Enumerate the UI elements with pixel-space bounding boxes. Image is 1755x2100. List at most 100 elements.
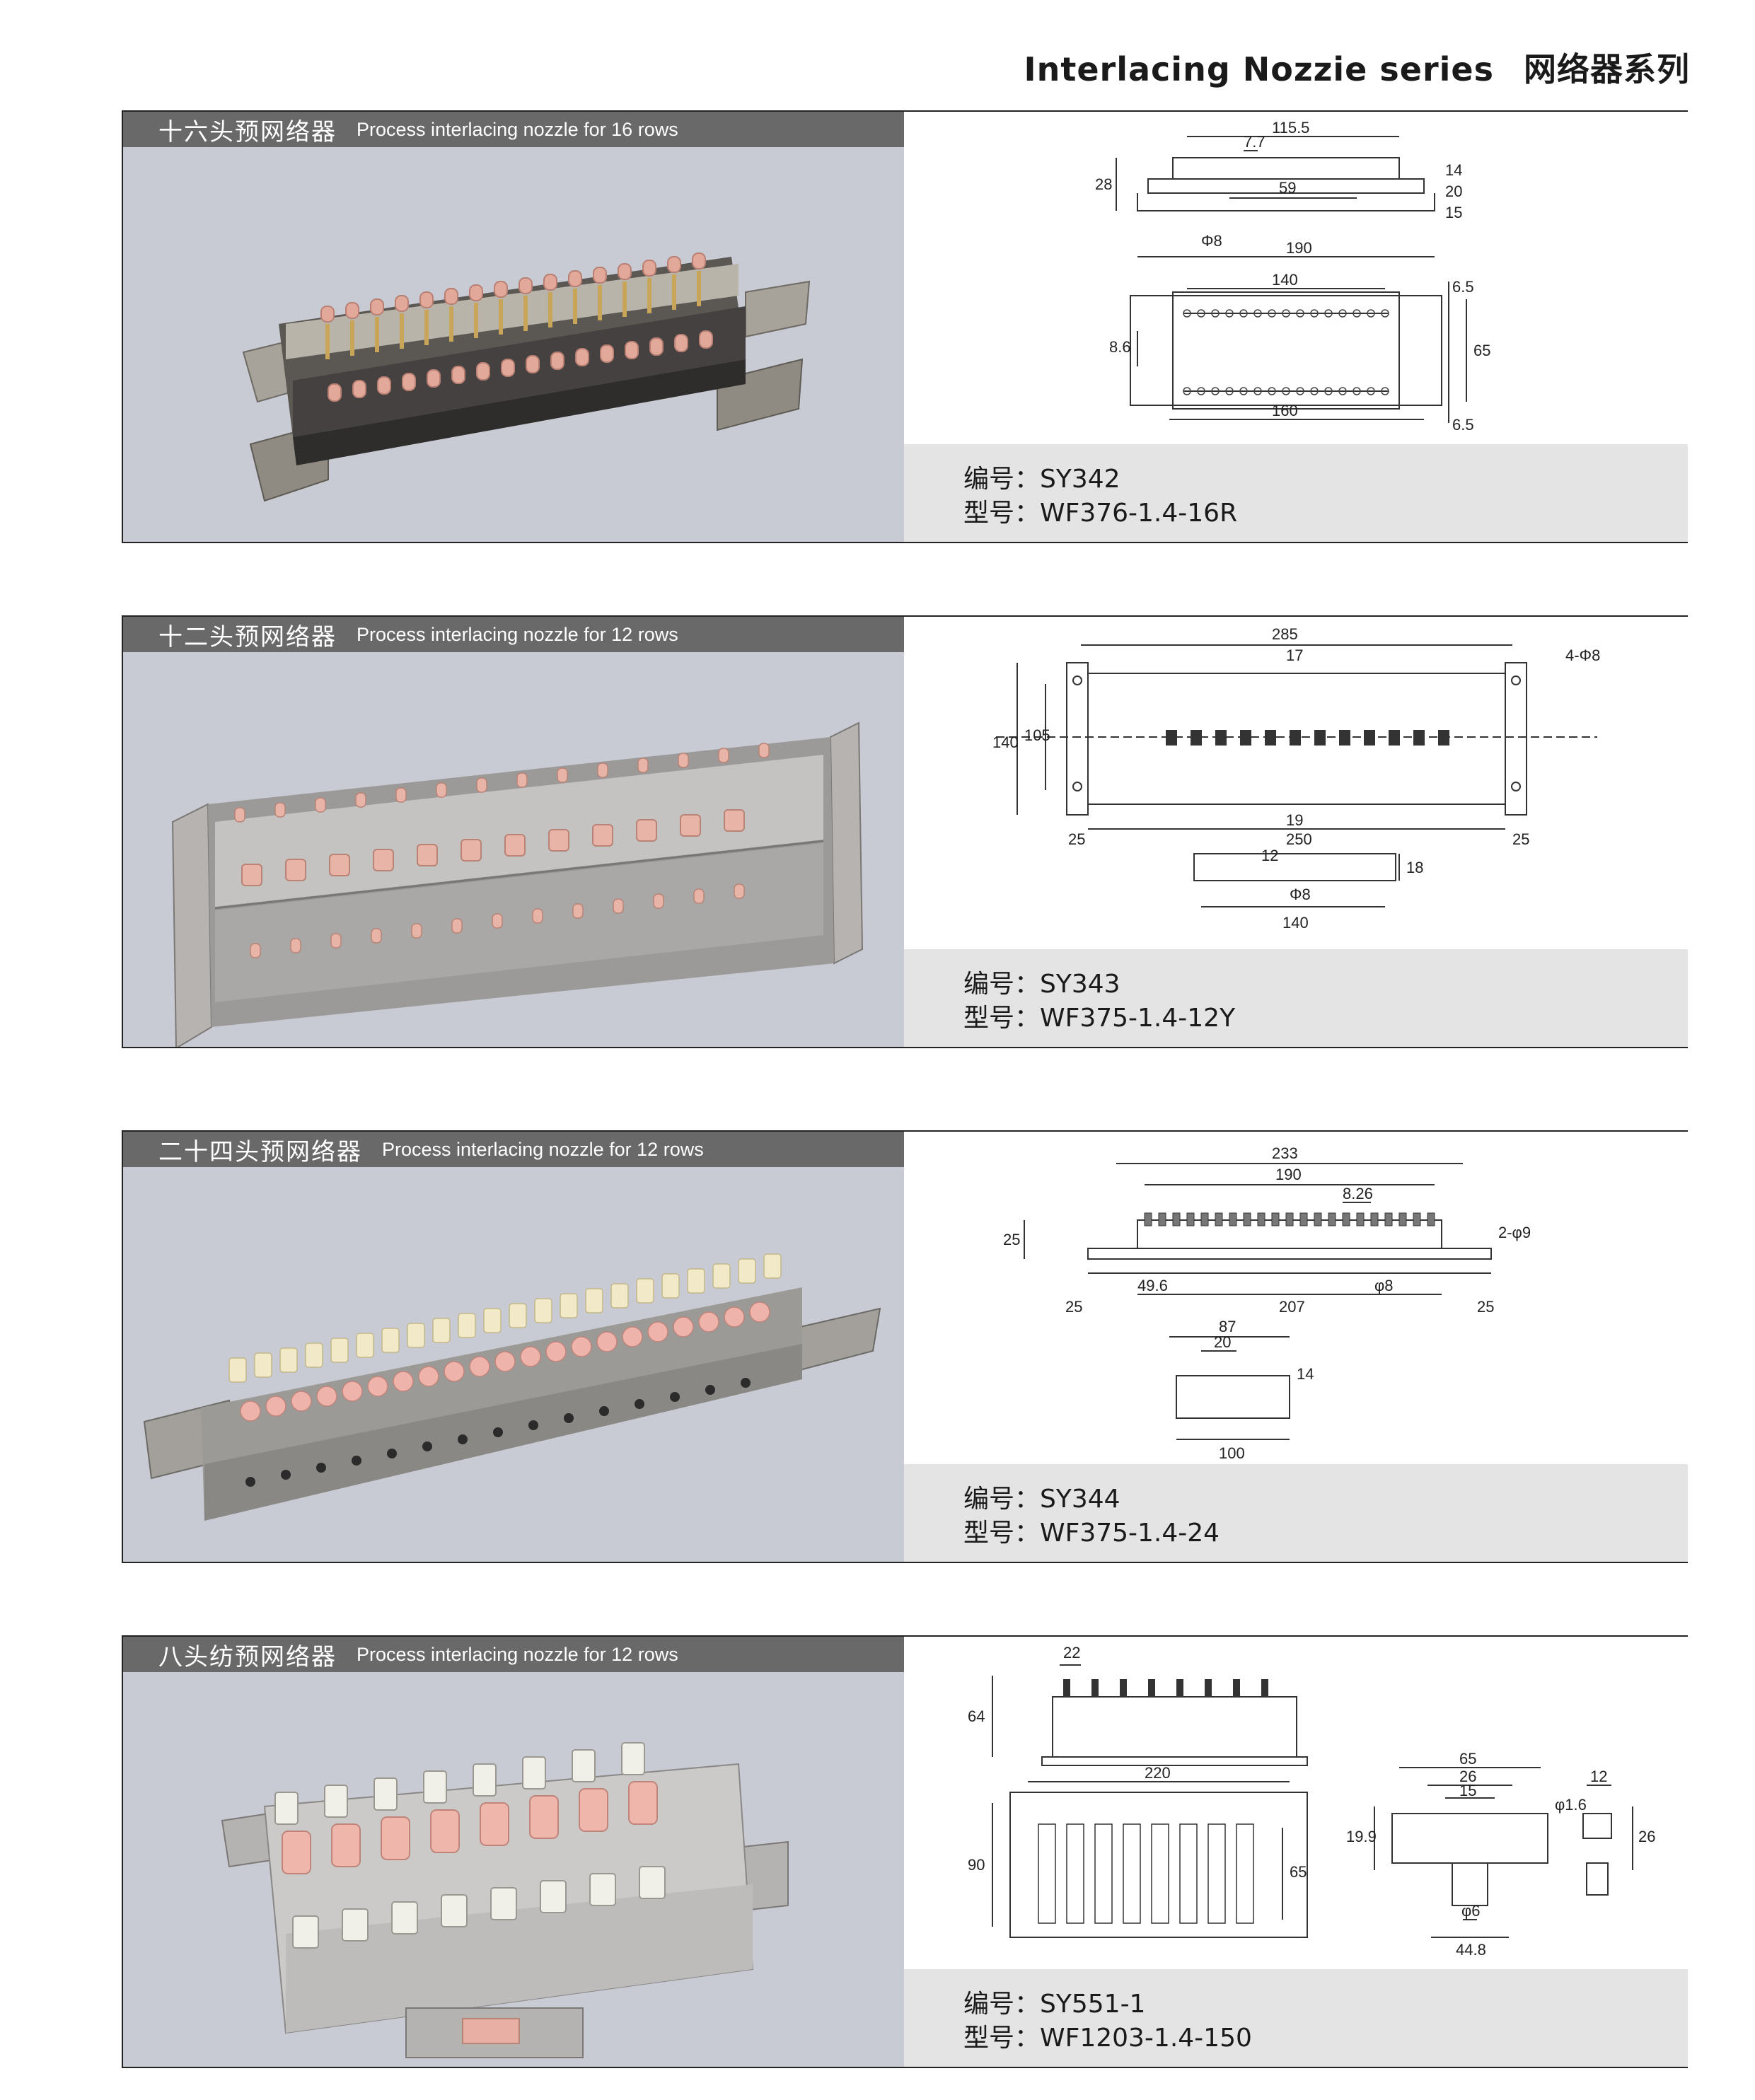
product-header: 十二头预网络器 Process interlacing nozzle for 1… — [123, 617, 904, 652]
product-title-en: Process interlacing nozzle for 12 rows — [357, 623, 678, 645]
page-title: Interlacing Nozzie series 网络器系列 — [1024, 44, 1690, 91]
product-photo-panel: 八头纺预网络器 Process interlacing nozzle for 1… — [123, 1637, 904, 2067]
product-header: 十六头预网络器 Process interlacing nozzle for 1… — [123, 112, 904, 147]
dim-label: 25 — [1512, 830, 1529, 848]
product-title-en: Process interlacing nozzle for 12 rows — [382, 1138, 704, 1160]
product-header: 二十四头预网络器 Process interlacing nozzle for … — [123, 1132, 904, 1167]
product-header: 八头纺预网络器 Process interlacing nozzle for 1… — [123, 1637, 904, 1672]
product-info: 编号：SY551-1 型号：WF1203-1.4-150 — [904, 1969, 1688, 2067]
code-label: 编号： — [963, 1485, 1041, 1514]
page-title-cn: 网络器系列 — [1524, 50, 1690, 88]
dim-label: 160 — [1272, 402, 1298, 419]
technical-drawing-panel: 115.5 7.7 59 Φ8 190 28 14 20 15 140 6.5 … — [904, 112, 1688, 542]
dim-label: 90 — [968, 1856, 985, 1874]
model-label: 型号： — [963, 2024, 1041, 2053]
dim-label: φ1.6 — [1555, 1796, 1587, 1814]
product-model: WF375-1.4-12Y — [1040, 1004, 1236, 1033]
product-title-en: Process interlacing nozzle for 12 rows — [357, 1643, 678, 1665]
product-code-line: 编号：SY551-1 — [963, 1983, 1145, 2020]
dim-label: 4-Φ8 — [1565, 646, 1600, 664]
dimension-drawing: 22 64 220 90 65 65 26 15 19.9 φ6 44.8 12… — [968, 1644, 1655, 1959]
product-photo-panel: 十二头预网络器 Process interlacing nozzle for 1… — [123, 617, 904, 1047]
product-code: SY342 — [1040, 465, 1120, 494]
technical-drawing-panel: 285 17 4-Φ8 140 105 19 250 25 25 12 18 Φ… — [904, 617, 1688, 1047]
product-photo-panel: 二十四头预网络器 Process interlacing nozzle for … — [123, 1132, 904, 1562]
dim-label: 20 — [1214, 1333, 1231, 1351]
dim-label: 190 — [1286, 239, 1312, 257]
dim-label: 140 — [992, 733, 1019, 751]
dim-label: 18 — [1406, 859, 1423, 876]
nozzle-16-rows-photo — [242, 253, 811, 502]
product-title-cn: 八头纺预网络器 — [158, 1642, 337, 1671]
product-code-line: 编号：SY342 — [963, 458, 1120, 495]
model-label: 型号： — [963, 1519, 1041, 1548]
page-title-en: Interlacing Nozzie series — [1024, 50, 1494, 88]
product-code: SY343 — [1040, 970, 1120, 999]
dim-label: 65 — [1473, 342, 1490, 359]
dim-label: 28 — [1095, 175, 1112, 193]
dim-label: 64 — [968, 1707, 985, 1725]
dim-label: 190 — [1275, 1166, 1302, 1183]
nozzle-8-heads-photo — [221, 1742, 789, 2058]
technical-drawing-panel: 233 190 8.26 25 2-φ9 49.6 φ8 25 207 25 8… — [904, 1132, 1688, 1562]
dim-label: 20 — [1445, 182, 1462, 200]
product-info: 编号：SY343 型号：WF375-1.4-12Y — [904, 949, 1688, 1047]
dim-label: 8.6 — [1109, 338, 1131, 356]
product-photo-panel: 十六头预网络器 Process interlacing nozzle for 1… — [123, 112, 904, 542]
product-code: SY551-1 — [1040, 1990, 1146, 2019]
dim-label: 65 — [1459, 1750, 1476, 1768]
dim-label: 140 — [1282, 914, 1309, 932]
dim-label: 26 — [1638, 1828, 1655, 1845]
dim-label: 87 — [1219, 1318, 1236, 1335]
model-label: 型号： — [963, 499, 1041, 528]
product-title-cn: 十二头预网络器 — [158, 622, 337, 651]
dim-label: 14 — [1297, 1365, 1314, 1383]
product-model-line: 型号：WF1203-1.4-150 — [963, 2017, 1252, 2054]
dim-label: 25 — [1065, 1298, 1082, 1316]
product-info: 编号：SY342 型号：WF376-1.4-16R — [904, 444, 1688, 542]
product-model-line: 型号：WF375-1.4-12Y — [963, 997, 1235, 1034]
dim-label: 12 — [1261, 847, 1278, 864]
dim-label: 285 — [1272, 625, 1298, 643]
code-label: 编号： — [963, 1990, 1041, 2019]
dim-label: Φ8 — [1201, 232, 1222, 250]
product-model: WF1203-1.4-150 — [1040, 2024, 1252, 2053]
nozzle-12-rows-photo — [171, 721, 864, 1047]
dim-label: 19 — [1286, 811, 1303, 829]
dim-label: 140 — [1272, 271, 1298, 289]
dim-label: 12 — [1590, 1768, 1607, 1785]
dimension-drawing: 233 190 8.26 25 2-φ9 49.6 φ8 25 207 25 8… — [1003, 1144, 1531, 1462]
dim-label: 15 — [1445, 204, 1462, 221]
dim-label: 6.5 — [1452, 278, 1474, 296]
product-title-en: Process interlacing nozzle for 16 rows — [357, 118, 678, 140]
product-code-line: 编号：SY344 — [963, 1478, 1120, 1515]
dim-label: Φ8 — [1290, 886, 1311, 903]
dim-label: 6.5 — [1452, 416, 1474, 434]
dim-label: 22 — [1063, 1644, 1080, 1661]
product-title-cn: 十六头预网络器 — [158, 117, 337, 146]
product-code-line: 编号：SY343 — [963, 963, 1120, 1000]
product-code: SY344 — [1040, 1485, 1120, 1514]
dim-label: 100 — [1219, 1444, 1245, 1462]
dim-label: 7.7 — [1244, 133, 1265, 151]
product-model-line: 型号：WF375-1.4-24 — [963, 1512, 1220, 1549]
product-title-cn: 二十四头预网络器 — [158, 1137, 362, 1166]
dim-label: 2-φ9 — [1498, 1224, 1531, 1241]
dim-label: 220 — [1145, 1764, 1171, 1782]
dim-label: 49.6 — [1137, 1277, 1168, 1294]
product-card-sy344: 二十四头预网络器 Process interlacing nozzle for … — [122, 1130, 1688, 1563]
dim-label: 250 — [1286, 830, 1312, 848]
dim-label: φ6 — [1461, 1902, 1481, 1920]
product-card-sy551-1: 八头纺预网络器 Process interlacing nozzle for 1… — [122, 1635, 1688, 2068]
product-model: WF376-1.4-16R — [1040, 499, 1238, 528]
dimension-drawing: 115.5 7.7 59 Φ8 190 28 14 20 15 140 6.5 … — [1095, 119, 1490, 434]
model-label: 型号： — [963, 1004, 1041, 1033]
dim-label: 115.5 — [1272, 119, 1309, 137]
product-info: 编号：SY344 型号：WF375-1.4-24 — [904, 1464, 1688, 1562]
nozzle-24-heads-photo — [143, 1253, 881, 1521]
dim-label: 105 — [1024, 726, 1050, 744]
dim-label: 44.8 — [1456, 1941, 1486, 1959]
dim-label: 233 — [1272, 1144, 1298, 1162]
code-label: 编号： — [963, 465, 1041, 494]
dim-label: 14 — [1445, 161, 1462, 179]
